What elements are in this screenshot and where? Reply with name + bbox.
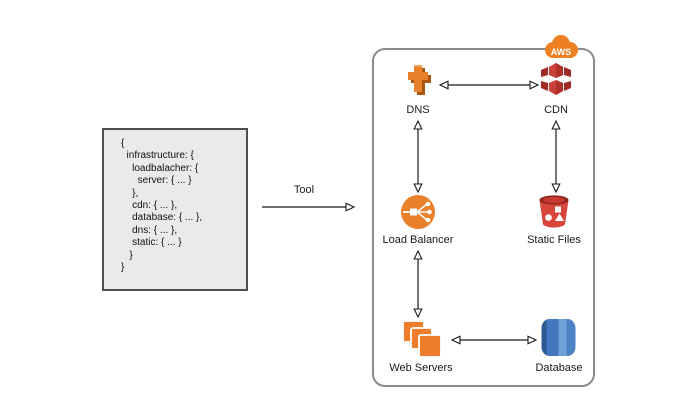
- cloud-icon: [545, 35, 578, 58]
- aws-badge-text: AWS: [551, 47, 572, 57]
- node-label-cdn: CDN: [544, 104, 568, 116]
- route53-dns-icon: [408, 65, 431, 95]
- arrow-tool-to-panel: [262, 202, 356, 212]
- aws-cloud-badge: AWS: [545, 35, 578, 58]
- s3-bucket-icon: [539, 195, 569, 228]
- elastic-load-balancer-icon: [401, 195, 435, 229]
- node-label-load-balancer: Load Balancer: [382, 234, 454, 246]
- node-label-web-servers: Web Servers: [389, 362, 453, 374]
- node-label-database: Database: [535, 362, 583, 374]
- database-cylinder-icon: [541, 319, 576, 356]
- node-label-static-files: Static Files: [527, 234, 581, 246]
- node-label-dns: DNS: [406, 104, 430, 116]
- cloudfront-cdn-icon: [541, 63, 571, 95]
- infrastructure-code-block: { infrastructure: { loadbalacher: { serv…: [102, 128, 248, 291]
- tool-arrow-label: Tool: [293, 184, 315, 196]
- infrastructure-code-text: { infrastructure: { loadbalacher: { serv…: [121, 138, 203, 274]
- ec2-instances-icon: [402, 320, 442, 358]
